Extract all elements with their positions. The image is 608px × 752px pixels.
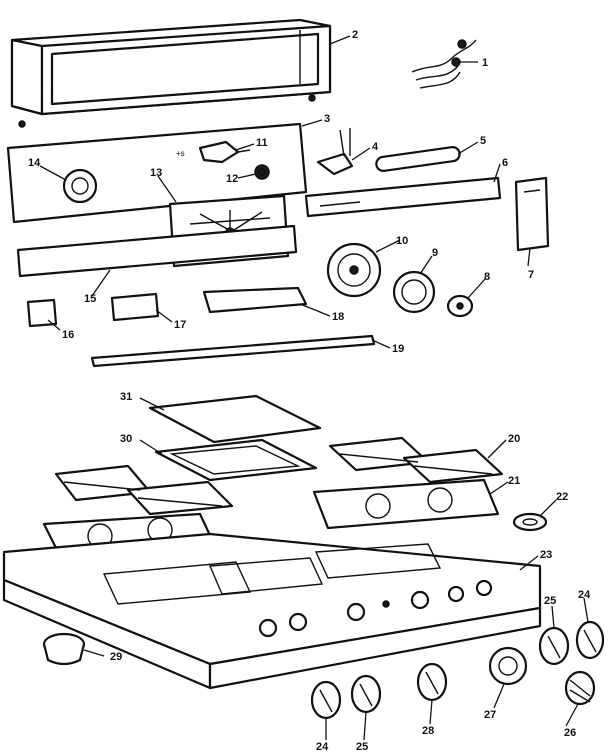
- callout-18: 18: [332, 311, 344, 323]
- callout-26: 26: [564, 727, 576, 739]
- part-23-cooktop-body: [2, 532, 542, 690]
- part-18-bracket: [202, 286, 308, 314]
- callout-12: 12: [226, 173, 238, 185]
- callout-27: 27: [484, 709, 496, 721]
- part-5-lamp-tube: [375, 146, 461, 172]
- callout-9: 9: [432, 247, 438, 259]
- part-25-knob-right: [538, 626, 570, 666]
- part-27-knob-bezel: [488, 646, 528, 686]
- callout-7: 7: [528, 269, 534, 281]
- part-10-dial: [326, 242, 382, 298]
- callout-23: 23: [540, 549, 552, 561]
- part-17-block: [110, 292, 160, 322]
- callout-30: 30: [120, 433, 132, 445]
- part-26-knob: [564, 670, 596, 706]
- part-25-knob-left: [350, 674, 382, 714]
- callout-14: 14: [28, 157, 41, 169]
- callout-11: 11: [256, 137, 268, 149]
- callout-15: 15: [84, 293, 96, 305]
- part-19-rod: [90, 334, 376, 368]
- callouts: 1 2 3 4 5 6 7 8 9 10 11 12 13 14 15 16 1…: [28, 29, 591, 752]
- left-burner-grates: [54, 464, 234, 516]
- part-30-grate-plate: [154, 438, 318, 482]
- part-22-gasket: [512, 512, 548, 532]
- callout-2: 2: [352, 29, 358, 41]
- part-20-burner-grates: [328, 436, 504, 484]
- part-15-lower-trim: [16, 224, 298, 278]
- part-29-burner-cup: [42, 632, 86, 666]
- callout-22: 22: [556, 491, 568, 503]
- part-4-igniter: [316, 128, 354, 176]
- callout-31: 31: [120, 391, 132, 403]
- part-8-knob: [446, 294, 474, 318]
- callout-6: 6: [502, 157, 508, 169]
- callout-16: 16: [62, 329, 74, 341]
- leader-lines: [39, 35, 589, 741]
- callout-10: 10: [396, 235, 408, 247]
- callout-21: 21: [508, 475, 520, 487]
- part-31-griddle-plate: [148, 394, 322, 444]
- callout-4: 4: [372, 141, 379, 153]
- part-1-wire-harness: [411, 39, 477, 89]
- part-3-control-panel: [6, 122, 308, 224]
- callout-25-right: 25: [544, 595, 556, 607]
- part-6-panel-bar: [304, 176, 502, 218]
- callout-1: 1: [482, 57, 488, 69]
- small-mark: +s: [176, 149, 185, 158]
- callout-20: 20: [508, 433, 520, 445]
- callout-5: 5: [480, 135, 486, 147]
- part-2-back-guard: [10, 18, 332, 128]
- part-7-side-bracket: [514, 176, 550, 252]
- callout-8: 8: [484, 271, 490, 283]
- callout-24-left: 24: [316, 741, 329, 752]
- part-9-gauge: [392, 270, 436, 314]
- callout-3: 3: [324, 113, 330, 125]
- part-24-knob-right: [575, 620, 605, 660]
- callout-28: 28: [422, 725, 434, 737]
- callout-29: 29: [110, 651, 122, 663]
- part-16-block: [26, 298, 58, 328]
- callout-19: 19: [392, 343, 404, 355]
- part-28-knob: [416, 662, 448, 702]
- part-21-burner-base: [312, 478, 500, 530]
- callout-17: 17: [174, 319, 186, 331]
- callout-13: 13: [150, 167, 162, 179]
- part-24-knob-left: [310, 680, 342, 720]
- callout-25-left: 25: [356, 741, 368, 752]
- callout-24-right: 24: [578, 589, 591, 601]
